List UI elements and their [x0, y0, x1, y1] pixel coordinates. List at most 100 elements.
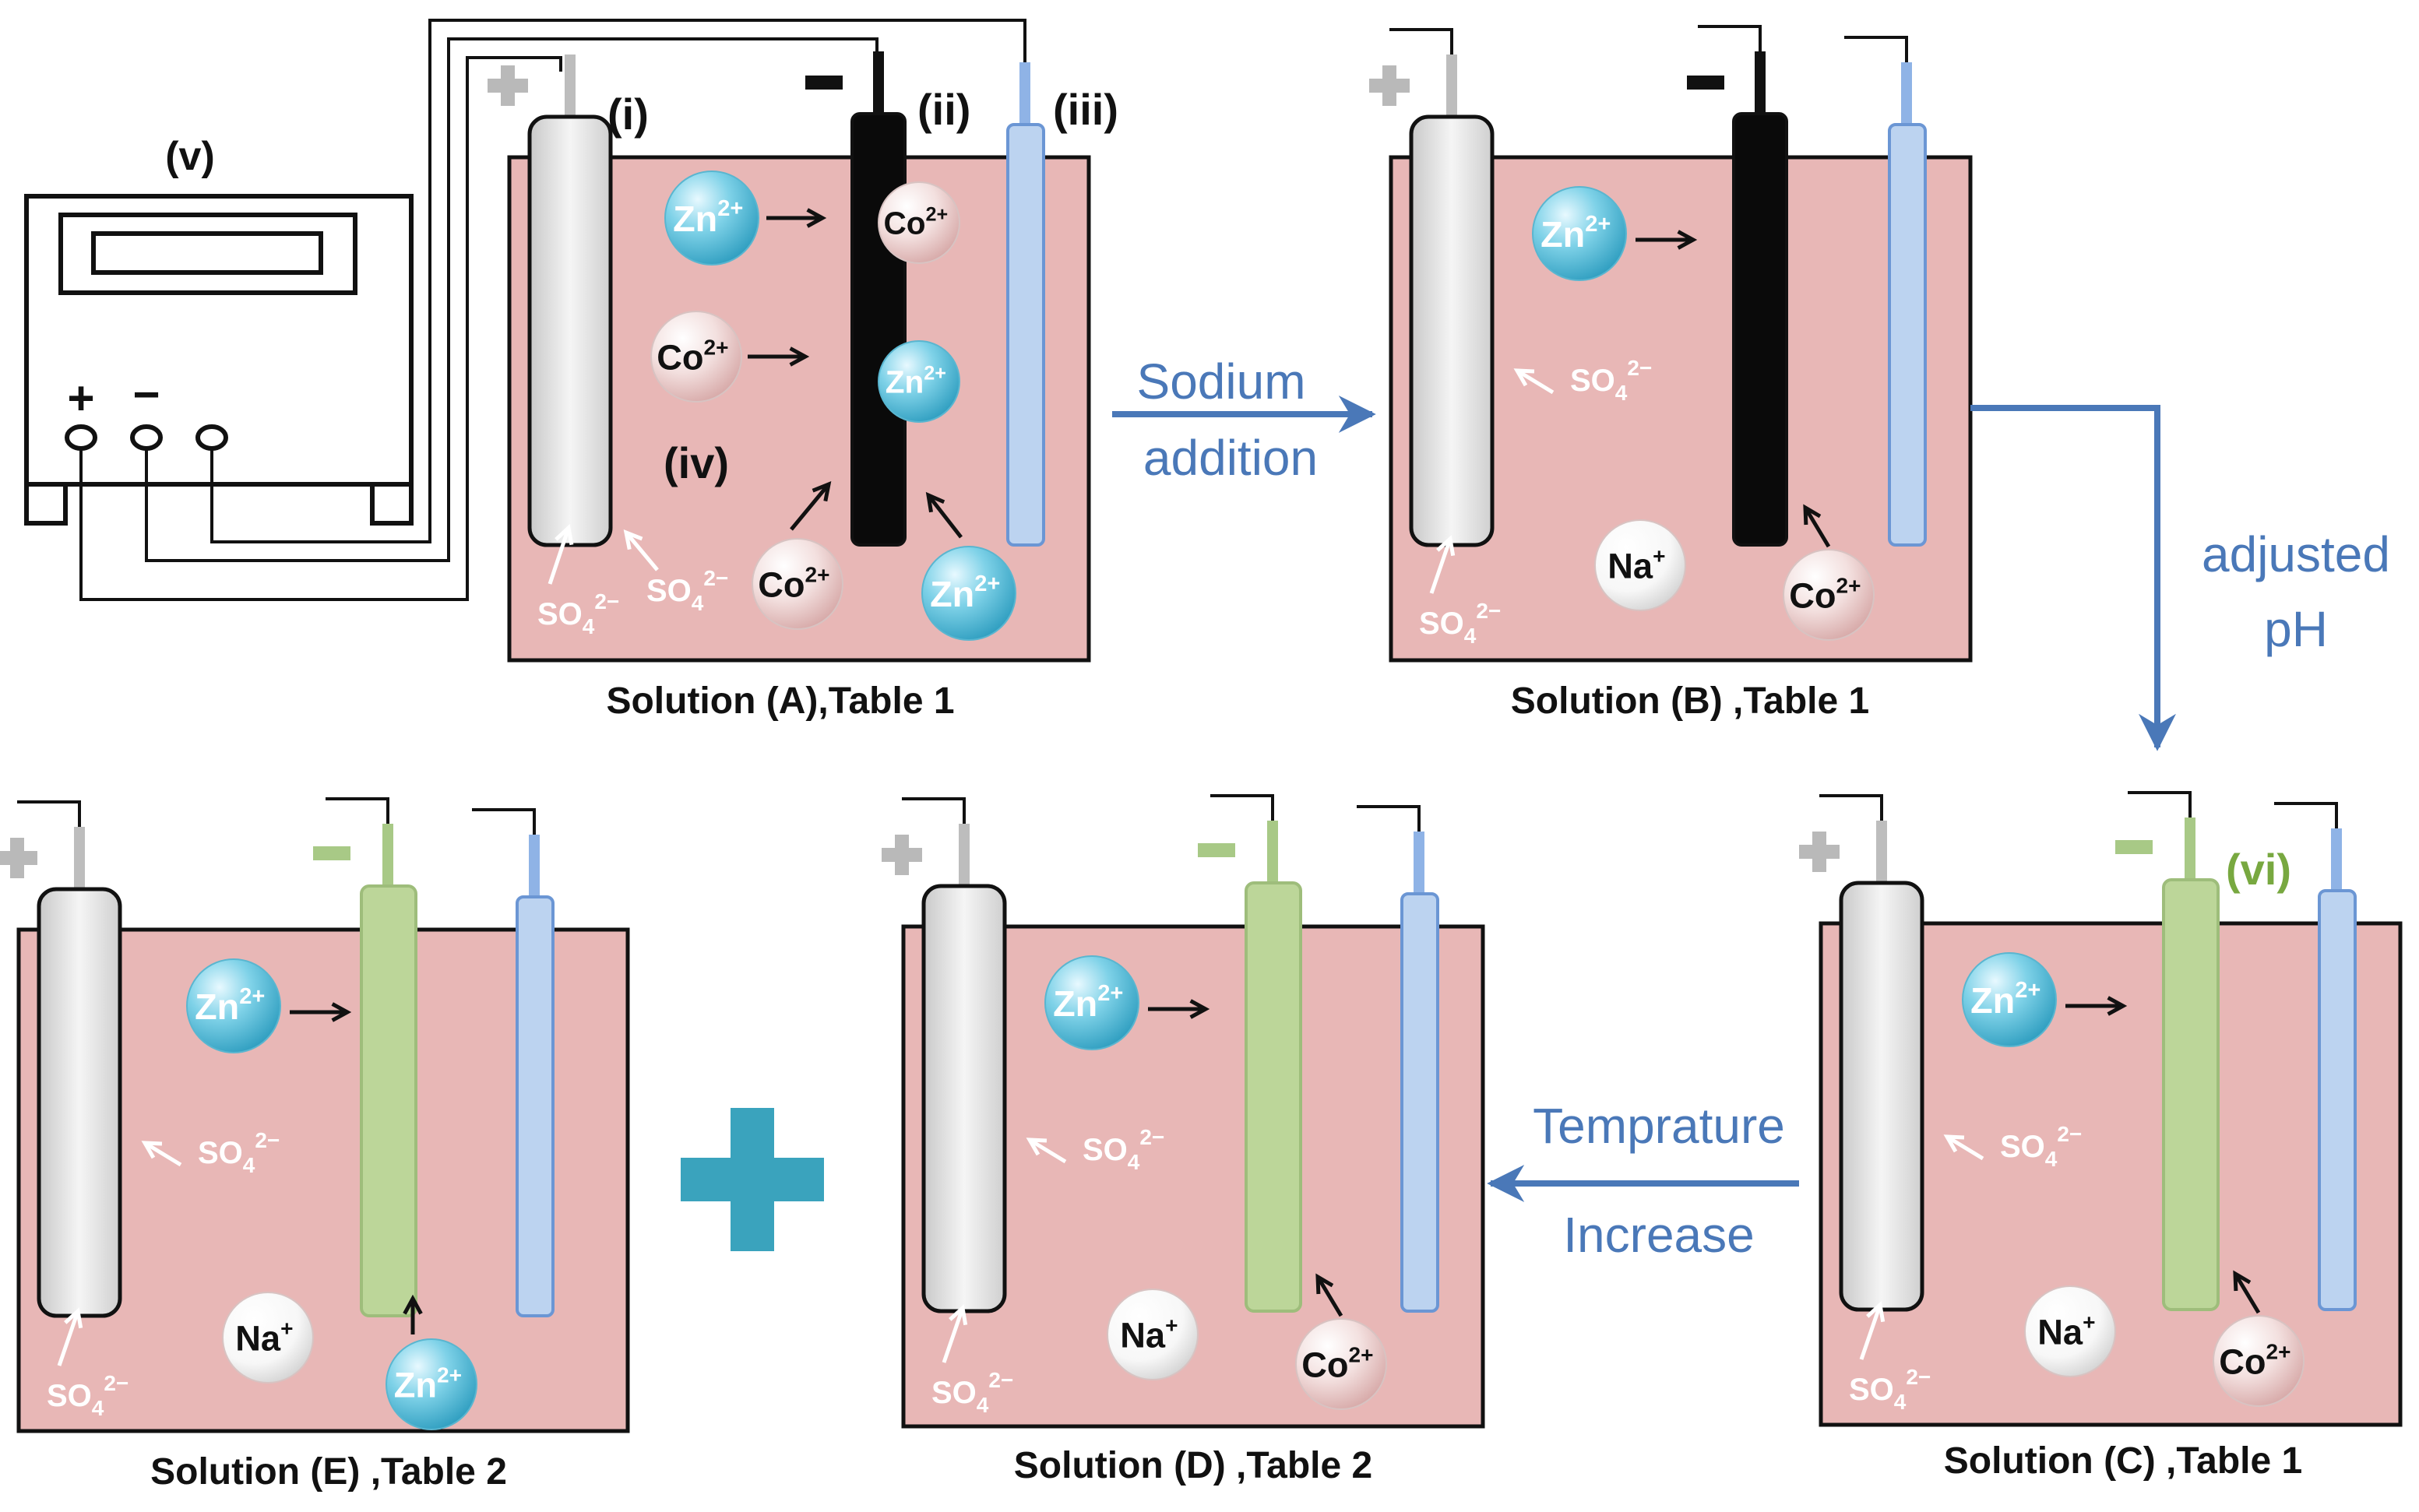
meter-foot-left [24, 482, 68, 526]
ion-arrow [2065, 996, 2128, 1016]
marker-i: (i) [607, 90, 649, 139]
lead-wire [1389, 28, 1453, 56]
anode-electrode [37, 887, 122, 1318]
svg-text:Co2+: Co2+ [2219, 1339, 2290, 1381]
terminal-reference[interactable] [195, 424, 228, 451]
step-label-temperature: Temprature [1533, 1098, 1785, 1154]
zn-ion: Zn2+ [1532, 186, 1627, 281]
svg-text:Na+: Na+ [235, 1316, 293, 1358]
caption-solution-d: Solution (D) ,Table 2 [1014, 1445, 1372, 1486]
terminal-negative[interactable] [130, 424, 163, 451]
solution-panel-e: Zn2+SO42−Na+SO42−Zn2+Solution (E) ,Table… [0, 797, 630, 1493]
anode-electrode [1839, 881, 1924, 1312]
cathode-electrode [1245, 881, 1302, 1313]
combine-plus-icon [681, 1108, 824, 1251]
power-supply: + − (v) [24, 134, 414, 526]
ion-arrow [766, 208, 827, 228]
co-ion: Co2+ [2213, 1315, 2305, 1407]
marker-iii: (iii) [1053, 85, 1118, 134]
solution-panel-c: Zn2+SO42−Na+SO42−Co2+Solution (C) ,Table… [1799, 791, 2403, 1482]
lead-wire [2128, 791, 2192, 819]
step-label-addition: addition [1143, 430, 1318, 486]
step-label-ph: pH [2264, 601, 2328, 657]
ion-arrow [1315, 1273, 1343, 1317]
cathode-electrode [850, 112, 907, 547]
wires [79, 19, 1026, 601]
na-ion: Na+ [1594, 519, 1686, 611]
meter-foot-right [370, 482, 414, 526]
ion-arrow [403, 1294, 423, 1334]
wire-positive [79, 56, 562, 601]
reference-electrode [516, 895, 555, 1317]
ion-arrow [1803, 504, 1831, 548]
ion-arrow [1636, 230, 1698, 250]
ion-arrow [290, 1002, 352, 1022]
na-ion: Na+ [2024, 1285, 2116, 1377]
caption-solution-e: Solution (E) ,Table 2 [150, 1451, 507, 1493]
zn-ion: Zn2+ [664, 171, 759, 265]
caption-solution-a: Solution (A),Table 1 [606, 680, 954, 722]
zn-ion: Zn2+ [186, 958, 281, 1053]
solution-panel-b: Zn2+SO42−Na+SO42−Co2+Solution (B) ,Table… [1369, 25, 1973, 722]
lead-wire [17, 800, 81, 828]
marker-iv: (iv) [664, 438, 729, 487]
ion-arrow [925, 491, 963, 539]
anode-plus-sign [488, 65, 528, 106]
reference-electrode [1006, 123, 1045, 547]
lead-wire [1210, 794, 1274, 822]
ion-arrow [2233, 1270, 2261, 1314]
svg-text:Zn2+: Zn2+ [394, 1363, 462, 1405]
arrow-adjusted-ph [1970, 405, 2176, 751]
sulfate-arrow [1026, 1138, 1067, 1164]
marker-vi: (vi) [2226, 845, 2291, 894]
meter-label: (v) [165, 134, 215, 179]
anode-plus-sign [882, 835, 922, 875]
co-ion: Co2+ [878, 181, 960, 264]
markers: (i) (ii) (iii) (iv) (vi) [607, 85, 2291, 894]
sulfate-arrow [548, 524, 574, 585]
lead-wire [1698, 25, 1762, 53]
wire-reference [210, 19, 1026, 543]
lead-wire [1819, 794, 1883, 822]
step-label-sodium: Sodium [1137, 353, 1306, 410]
marker-ii: (ii) [917, 85, 970, 134]
caption-solution-c: Solution (C) ,Table 1 [1944, 1440, 2302, 1482]
step-label-increase: Increase [1563, 1207, 1754, 1263]
zn-ion: Zn2+ [1962, 952, 2057, 1047]
lead-wire [472, 808, 536, 836]
cathode-electrode [360, 884, 417, 1317]
sulfate-arrow [942, 1304, 968, 1363]
sulfate-arrow [1513, 368, 1555, 395]
sulfate-arrow [141, 1141, 182, 1167]
ion-arrow [1148, 999, 1210, 1019]
cathode-electrode [2162, 878, 2220, 1311]
zn-ion: Zn2+ [1044, 955, 1139, 1050]
step-label-adjusted: adjusted [2202, 526, 2390, 582]
co-ion: Co2+ [1295, 1318, 1387, 1410]
lead-wire [1844, 36, 1908, 64]
zn-ion: Zn2+ [386, 1338, 477, 1430]
anode-electrode [1409, 114, 1495, 547]
anode-plus-sign [1369, 65, 1410, 106]
anode-plus-sign [1799, 832, 1840, 872]
lead-wire [902, 797, 966, 825]
anode-electrode [527, 114, 613, 547]
sulfate-arrow [623, 529, 659, 571]
cathode-minus-sign [1687, 76, 1724, 90]
lead-wire [326, 797, 389, 825]
terminal-positive-label: + [67, 372, 94, 424]
lead-wire [2274, 802, 2338, 830]
cathode-minus-sign [313, 846, 350, 860]
co-ion: Co2+ [752, 538, 843, 630]
sulfate-arrow [1943, 1134, 1984, 1161]
zn-ion: Zn2+ [921, 546, 1016, 641]
terminal-positive[interactable] [65, 424, 97, 451]
na-ion: Na+ [1107, 1289, 1199, 1380]
cathode-minus-sign [1198, 843, 1235, 857]
cathode-minus-sign [805, 76, 843, 90]
anode-plus-sign [0, 838, 37, 878]
cathode-minus-sign [2115, 840, 2153, 854]
caption-solution-b: Solution (B) ,Table 1 [1511, 680, 1869, 722]
cathode-electrode [1732, 112, 1788, 547]
